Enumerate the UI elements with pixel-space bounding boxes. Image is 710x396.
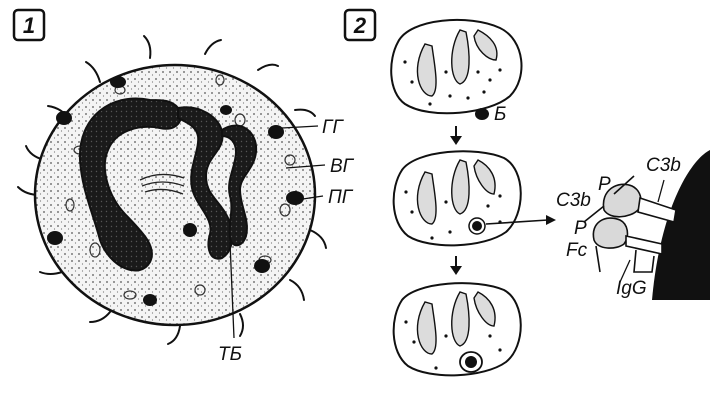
stage-arrow-1: [450, 126, 462, 145]
label-c3b-top: C3b: [646, 155, 681, 176]
panel-1: 1: [14, 10, 355, 365]
label-fc: Fc: [566, 240, 588, 261]
label-tb: ТБ: [218, 344, 242, 365]
label-vg: ВГ: [330, 156, 355, 177]
label-gg: ГГ: [322, 117, 344, 138]
zoom-pointer-head: [546, 215, 556, 225]
label-p-upper: P: [598, 174, 611, 195]
bacterium-engulfed: [472, 221, 482, 231]
bacterium-digested: [465, 356, 477, 368]
bacterium: [475, 108, 489, 120]
stage-arrow-2: [450, 256, 462, 275]
label-c3b-left: C3b: [556, 190, 591, 211]
receptor-zoom: C3b C3b P P Fc IgG: [556, 150, 710, 300]
label-b: Б: [494, 104, 506, 125]
phagocyte-stage-1: Б: [391, 20, 521, 125]
panel-1-badge: 1: [14, 10, 44, 40]
receptor-lower: [593, 218, 662, 282]
label-p-lower: P: [574, 218, 587, 239]
phagocyte-stage-2: [394, 151, 556, 245]
neutrophil-cell: ГГ ВГ ПГ ТБ: [18, 36, 355, 365]
panel-1-number: 1: [23, 13, 35, 38]
panel-2-number: 2: [353, 13, 367, 38]
panel-2: 2 Б: [345, 10, 710, 375]
label-igg: IgG: [616, 278, 647, 299]
phagocyte-stage-3: [394, 283, 521, 375]
label-pg: ПГ: [328, 187, 354, 208]
panel-2-badge: 2: [345, 10, 375, 40]
